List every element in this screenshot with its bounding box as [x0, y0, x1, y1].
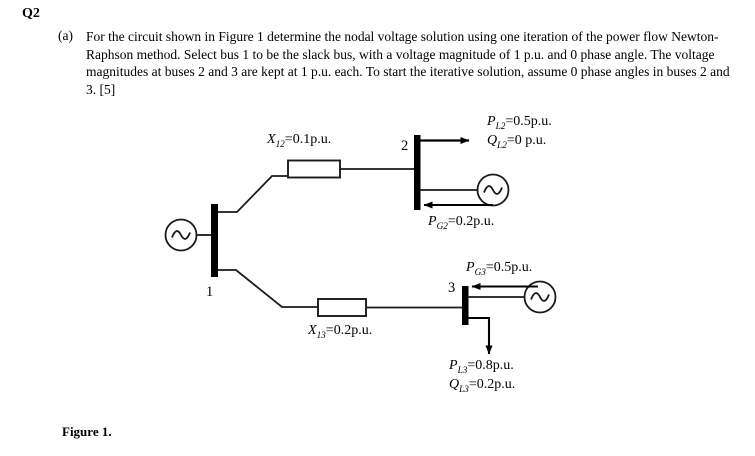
injection-label-pl2: PL2=0.5p.u.: [487, 114, 552, 131]
pg3-value: =0.5p.u.: [485, 260, 533, 275]
pl3-symbol: P: [449, 358, 458, 373]
reactance-x13-value: =0.2p.u.: [325, 323, 373, 338]
bus-2-bar: [414, 135, 421, 210]
generator-bus-3: [468, 280, 557, 314]
ql2-subscript: L2: [497, 139, 507, 150]
injection-label-pg3: PG3=0.5p.u.: [466, 260, 532, 277]
reactance-label-x13: X13=0.2p.u.: [308, 323, 372, 340]
reactance-x12-subscript: 12: [275, 138, 285, 149]
injection-label-ql2: QL2=0 p.u.: [487, 133, 546, 150]
load-arrow-bus-3: [468, 316, 493, 355]
reactance-x12-symbol: X: [267, 132, 276, 147]
bus-2-label: 2: [401, 138, 409, 154]
bus-3-label: 3: [448, 280, 456, 296]
pl2-value: =0.5p.u.: [505, 114, 552, 129]
reactance-x13-subscript: 13: [316, 329, 326, 340]
circuit-diagram: 1 2 3 X12=0.1p.u. X13=0.2p.u. PL2=0.5p.u…: [0, 100, 755, 420]
pl2-subscript: L2: [495, 120, 506, 131]
pg3-subscript: G3: [474, 266, 486, 277]
reactance-box-x12: [287, 159, 341, 179]
bus-1-label: 1: [206, 284, 214, 300]
pl3-subscript: L3: [457, 364, 468, 375]
pg2-symbol: P: [428, 214, 437, 229]
question-text: For the circuit shown in Figure 1 determ…: [86, 29, 730, 97]
injection-label-pg2: PG2=0.2p.u.: [428, 214, 494, 231]
reactance-x13-symbol: X: [308, 323, 317, 338]
pg2-value: =0.2p.u.: [447, 214, 495, 229]
ql3-subscript: L3: [459, 383, 469, 394]
generator-bus-2: [420, 173, 510, 207]
ql2-value: =0 p.u.: [506, 133, 547, 148]
pl2-symbol: P: [487, 114, 496, 129]
bus-3-bar: [462, 286, 469, 325]
question-number: Q2: [22, 6, 40, 21]
pg3-symbol: P: [466, 260, 475, 275]
figure-caption: Figure 1.: [62, 424, 112, 439]
bus-1-bar: [211, 204, 218, 277]
pg2-subscript: G2: [436, 220, 448, 231]
circuit-svg: [164, 135, 557, 355]
generator-bus-1: [164, 218, 211, 252]
line-1-2-left-segment: [218, 175, 288, 213]
reactance-box-x13: [317, 298, 367, 317]
line-1-3-left-segment: [218, 269, 318, 308]
reactance-x12-value: =0.1p.u.: [284, 132, 332, 147]
reactance-label-x12: X12=0.1p.u.: [267, 132, 331, 149]
injection-label-pl3: PL3=0.8p.u.: [449, 358, 514, 375]
pl3-value: =0.8p.u.: [467, 358, 514, 373]
ql3-value: =0.2p.u.: [468, 377, 516, 392]
ql2-symbol: Q: [487, 133, 498, 148]
question-part-marker: (a): [58, 28, 73, 43]
injection-label-ql3: QL3=0.2p.u.: [449, 377, 515, 394]
ql3-symbol: Q: [449, 377, 460, 392]
